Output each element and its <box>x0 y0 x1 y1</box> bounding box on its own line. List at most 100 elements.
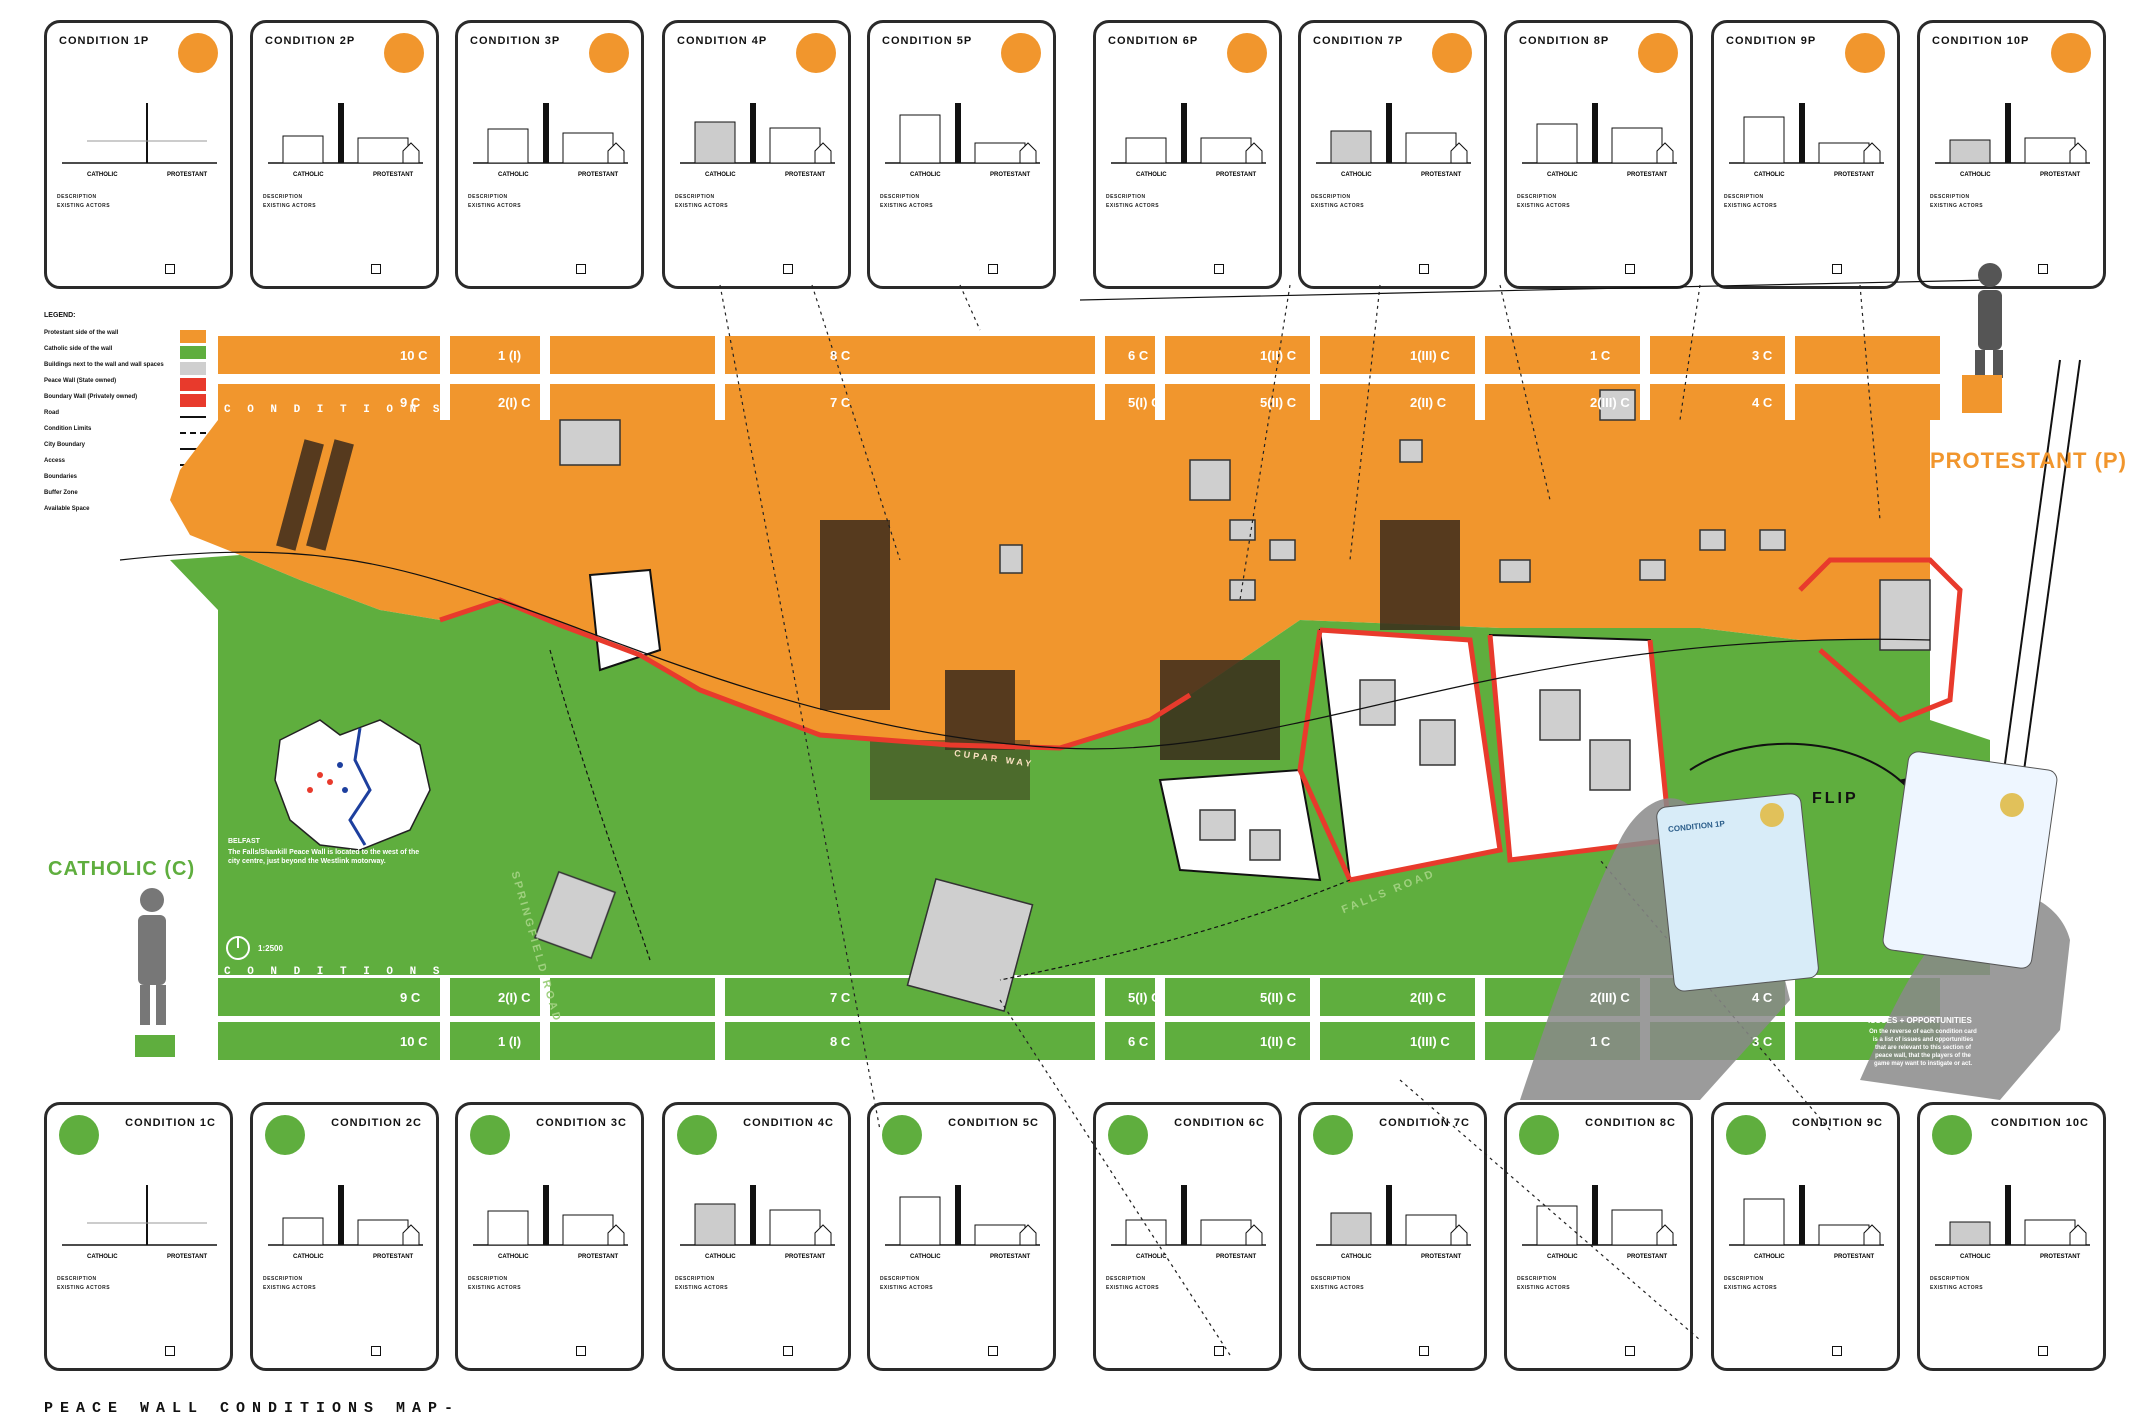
top-orange-strip <box>218 336 1940 374</box>
card-checkbox[interactable] <box>165 264 175 274</box>
band-label: 1 (I) <box>498 348 522 363</box>
legend-item-label: Condition Limits <box>44 426 92 432</box>
card-checkbox[interactable] <box>1214 1346 1224 1356</box>
band-label: 10 C <box>400 348 428 363</box>
card-actors-heading: EXISTING ACTORS <box>1311 1285 1365 1291</box>
card-checkbox[interactable] <box>371 1346 381 1356</box>
strip-gaps <box>440 336 1795 1060</box>
band-label: 7 C <box>830 395 851 410</box>
card-checkbox[interactable] <box>2038 264 2048 274</box>
card-dot <box>1313 1115 1353 1155</box>
svg-text:PROTESTANT: PROTESTANT <box>990 1254 1031 1260</box>
band-label: 2(I) C <box>498 990 531 1005</box>
svg-text:CATHOLIC: CATHOLIC <box>1960 1254 1991 1260</box>
card-checkbox[interactable] <box>165 1346 175 1356</box>
legend-item: Peace Wall (State owned) <box>44 378 164 384</box>
card-dot <box>178 33 218 73</box>
card-checkbox[interactable] <box>1625 1346 1635 1356</box>
card-dot <box>589 33 629 73</box>
band-label: 6 C <box>1128 1034 1149 1049</box>
card-title: CONDITION 5P <box>882 35 973 47</box>
card-dot <box>1227 33 1267 73</box>
band-label: 7 C <box>830 990 851 1005</box>
card-checkbox[interactable] <box>1419 1346 1429 1356</box>
card-checkbox[interactable] <box>783 264 793 274</box>
card-checkbox[interactable] <box>783 1346 793 1356</box>
card-checkbox[interactable] <box>576 1346 586 1356</box>
band-label: 8 C <box>830 348 851 363</box>
card-description-heading: DESCRIPTION <box>880 194 920 200</box>
card-description-heading: DESCRIPTION <box>468 194 508 200</box>
legend-item: Access <box>44 458 164 464</box>
band-label: 4 C <box>1752 395 1773 410</box>
card-checkbox[interactable] <box>988 264 998 274</box>
card-description-heading: DESCRIPTION <box>1311 1276 1351 1282</box>
card-description-heading: DESCRIPTION <box>1106 1276 1146 1282</box>
roads <box>119 279 1991 981</box>
card-actors-heading: EXISTING ACTORS <box>675 1285 729 1291</box>
band-label: 1 C <box>1590 1034 1611 1049</box>
svg-text:PROTESTANT: PROTESTANT <box>167 1254 208 1260</box>
card-actors-heading: EXISTING ACTORS <box>1517 1285 1571 1291</box>
conditions-word-top: C O N D I T I O N S <box>224 404 445 416</box>
card-description-heading: DESCRIPTION <box>1517 1276 1557 1282</box>
card-checkbox[interactable] <box>1832 1346 1842 1356</box>
card-title: CONDITION 4P <box>677 35 768 47</box>
card-checkbox[interactable] <box>1214 264 1224 274</box>
svg-text:CATHOLIC: CATHOLIC <box>1547 1254 1578 1260</box>
card-description-heading: DESCRIPTION <box>1930 194 1970 200</box>
svg-text:CATHOLIC: CATHOLIC <box>498 1254 529 1260</box>
card-checkbox[interactable] <box>1625 264 1635 274</box>
legend-item: Available Space <box>44 506 164 512</box>
band-label: 1(III) C <box>1410 1034 1450 1049</box>
card-title: CONDITION 8P <box>1519 35 1610 47</box>
card-title: CONDITION 9P <box>1726 35 1817 47</box>
band-label: 3 C <box>1752 1034 1773 1049</box>
card-checkbox[interactable] <box>988 1346 998 1356</box>
card-checkbox[interactable] <box>2038 1346 2048 1356</box>
card-checkbox[interactable] <box>371 264 381 274</box>
svg-text:PROTESTANT: PROTESTANT <box>578 172 619 178</box>
band-label: 1(II) C <box>1260 348 1297 363</box>
card-title: CONDITION 10C <box>1991 1117 2089 1129</box>
card-actors-heading: EXISTING ACTORS <box>468 203 522 209</box>
svg-text:CATHOLIC: CATHOLIC <box>1960 172 1991 178</box>
band-label: 9 C <box>400 990 421 1005</box>
card-title: CONDITION 7C <box>1379 1117 1470 1129</box>
card-dot <box>470 1115 510 1155</box>
card-checkbox[interactable] <box>1419 264 1429 274</box>
card-dot <box>677 1115 717 1155</box>
card-checkbox[interactable] <box>1832 264 1842 274</box>
svg-text:PROTESTANT: PROTESTANT <box>373 1254 414 1260</box>
card-checkbox[interactable] <box>576 264 586 274</box>
card-actors-heading: EXISTING ACTORS <box>263 1285 317 1291</box>
